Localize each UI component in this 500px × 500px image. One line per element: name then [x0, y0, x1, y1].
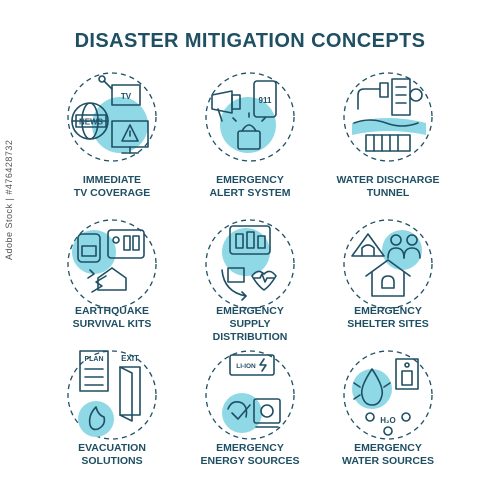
energy-sources-icon: LI-ION [192, 343, 308, 447]
li-ion-badge: LI-ION [236, 363, 256, 370]
concept-label: Emergency shelter sites [313, 305, 463, 331]
concept-label: Emergency supply distribution [175, 305, 325, 344]
label-line-2: water sources [342, 455, 434, 467]
concept-label: Immediate TV coverage [37, 174, 187, 200]
label-line-1: Emergency [354, 442, 422, 454]
page-title: DISASTER MITIGATION CONCEPTS [74, 30, 426, 52]
concept-label: Emergency water sources [313, 442, 463, 468]
concept-card-water-sources: H₂O Emergency water sources [313, 343, 463, 483]
concept-label: Earthquake survival kits [37, 305, 187, 331]
label-line-1: Water discharge [336, 174, 440, 186]
plan-badge: PLAN [84, 356, 103, 363]
h2o-badge: H₂O [380, 416, 396, 425]
label-line-2: survival kits [72, 318, 152, 330]
label-line-1: Emergency [354, 305, 422, 317]
alert-system-icon: 911 [192, 65, 308, 169]
label-line-1: Emergency [216, 442, 284, 454]
label-line-2: alert system [209, 187, 291, 199]
concept-label: Emergency energy sources [175, 442, 325, 468]
concept-card-alert-system: 911 Emergency alert system [175, 65, 325, 205]
watermark: Adobe Stock | #476428732 [4, 139, 14, 260]
concept-card-energy-sources: LI-ION Emergency energy sources [175, 343, 325, 483]
label-line-2: energy sources [200, 455, 300, 467]
concept-card-supply-distribution: Emergency supply distribution [175, 212, 325, 352]
shelter-sites-icon [330, 212, 446, 316]
label-line-1: Emergency [216, 305, 284, 317]
label-line-1: Earthquake [74, 305, 150, 317]
label-line-2: shelter sites [347, 318, 429, 330]
concept-card-evacuation: PLAN EXIT Evacuation solutions [37, 343, 187, 483]
evacuation-icon: PLAN EXIT [54, 343, 170, 447]
concept-label: Water discharge tunnel [313, 174, 463, 200]
tv-coverage-icon: NEWS TV [54, 65, 170, 169]
label-line-2: solutions [81, 455, 143, 467]
concept-card-water-tunnel: Water discharge tunnel [313, 65, 463, 205]
concept-label: Emergency alert system [175, 174, 325, 200]
supply-distribution-icon [192, 212, 308, 316]
concept-card-tv-coverage: NEWS TV Immediate TV coverage [37, 65, 187, 205]
911-badge: 911 [259, 96, 272, 105]
label-line-1: Emergency [216, 174, 284, 186]
concept-card-survival-kits: Earthquake survival kits [37, 212, 187, 352]
exit-badge: EXIT [121, 354, 139, 363]
concept-label: Evacuation solutions [37, 442, 187, 468]
label-line-2: supply [229, 318, 271, 330]
news-badge: NEWS [79, 118, 104, 127]
label-line-3: distribution [212, 331, 288, 343]
label-line-1: Evacuation [78, 442, 146, 454]
label-line-1: Immediate [82, 174, 142, 186]
label-line-2: TV coverage [73, 187, 151, 199]
survival-kit-icon [54, 212, 170, 316]
tv-badge: TV [121, 92, 132, 101]
water-tunnel-icon [330, 65, 446, 169]
concept-card-shelter-sites: Emergency shelter sites [313, 212, 463, 352]
water-sources-icon: H₂O [330, 343, 446, 447]
label-line-2: tunnel [366, 187, 410, 199]
